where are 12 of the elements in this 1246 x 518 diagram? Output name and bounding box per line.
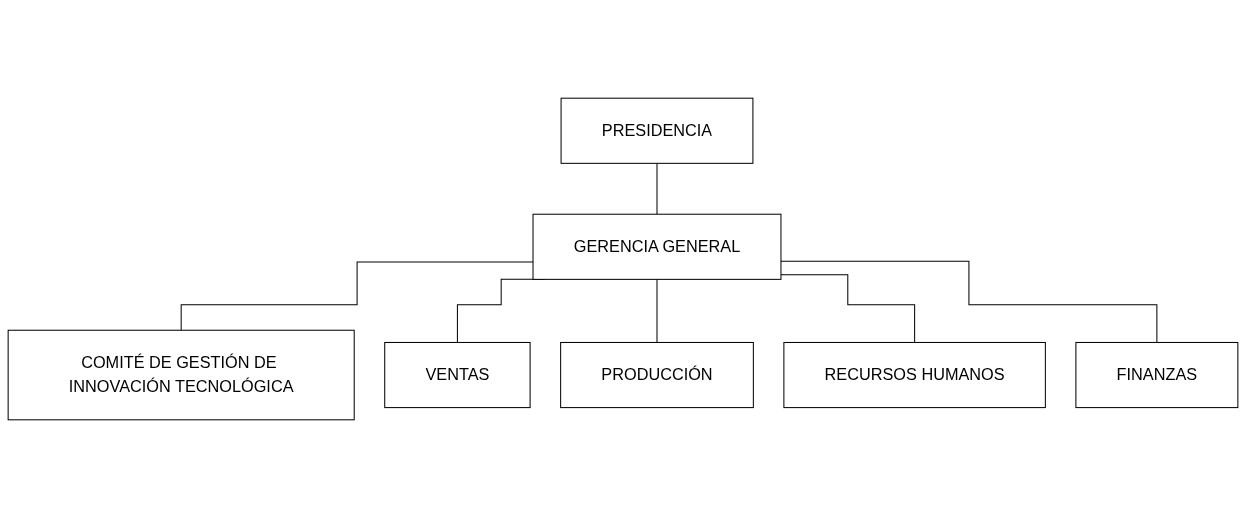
node-box: GERENCIA GENERAL bbox=[532, 213, 782, 280]
connector bbox=[180, 261, 534, 331]
connector bbox=[656, 278, 658, 343]
node-box: COMITÉ DE GESTIÓN DE INNOVACIÓN TECNOLÓGICA bbox=[7, 329, 355, 421]
connector bbox=[780, 260, 1158, 343]
connector bbox=[656, 162, 658, 215]
connector bbox=[780, 274, 916, 343]
node-box: RECURSOS HUMANOS bbox=[783, 341, 1046, 409]
node-box: VENTAS bbox=[384, 341, 531, 409]
node-box: PRODUCCIÓN bbox=[560, 341, 754, 409]
node-box: FINANZAS bbox=[1075, 341, 1239, 409]
node-box: PRESIDENCIA bbox=[560, 97, 754, 164]
